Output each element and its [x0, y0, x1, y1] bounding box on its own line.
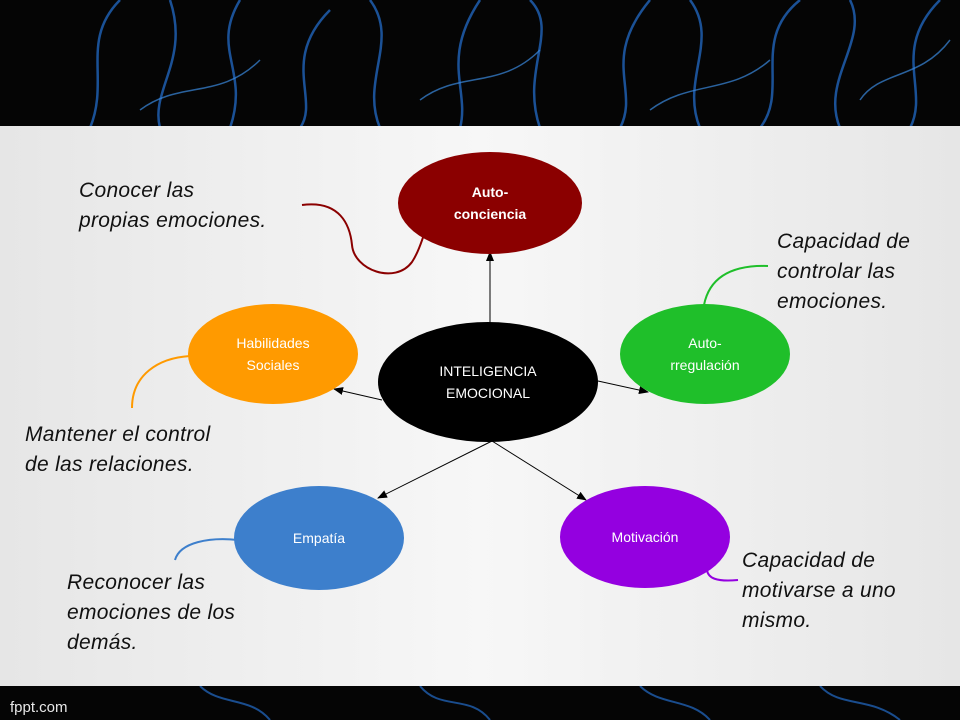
note-empatia: Reconocer las emociones de los demás. [67, 571, 236, 654]
node-empatia-label: Empatía [292, 530, 346, 546]
note-habilidades: Mantener el control de las relaciones. [25, 423, 211, 476]
note-autoconciencia: Conocer las propias emociones. [79, 179, 267, 232]
connector-autoconciencia [301, 203, 427, 275]
background-decoration-top [0, 0, 960, 128]
node-autorregulacion: Auto- rregulación [620, 304, 790, 404]
node-autorregulacion-label: Auto- rregulación [670, 335, 740, 373]
center-node: INTELIGENCIA EMOCIONAL [378, 322, 598, 442]
connector-motivacion [706, 569, 739, 582]
arrow-to-motivacion [491, 440, 587, 501]
note-motivacion: Capacidad de motivarse a uno mismo. [742, 549, 896, 632]
arrow-to-autorregulacion [597, 380, 649, 394]
arrow-to-empatia [377, 440, 493, 499]
node-empatia: Empatía [234, 486, 404, 590]
background-decoration-bottom [0, 686, 960, 720]
note-autorregulacion: Capacidad de controlar las emociones. [777, 230, 911, 313]
node-habilidades: Habilidades Sociales [188, 304, 358, 404]
brand-footer: fppt.com [10, 699, 68, 716]
node-habilidades-label: Habilidades Sociales [236, 335, 310, 373]
node-autoconciencia: Auto- conciencia [398, 152, 582, 254]
connector-autorregulacion [703, 264, 769, 306]
center-node-label: INTELIGENCIA EMOCIONAL [439, 363, 537, 401]
node-autoconciencia-label: Auto- conciencia [453, 184, 527, 222]
connector-habilidades [131, 355, 191, 409]
arrow-to-habilidades [333, 387, 383, 401]
node-motivacion: Motivación [560, 486, 730, 588]
connector-empatia [174, 538, 239, 561]
node-motivacion-label: Motivación [611, 529, 679, 545]
